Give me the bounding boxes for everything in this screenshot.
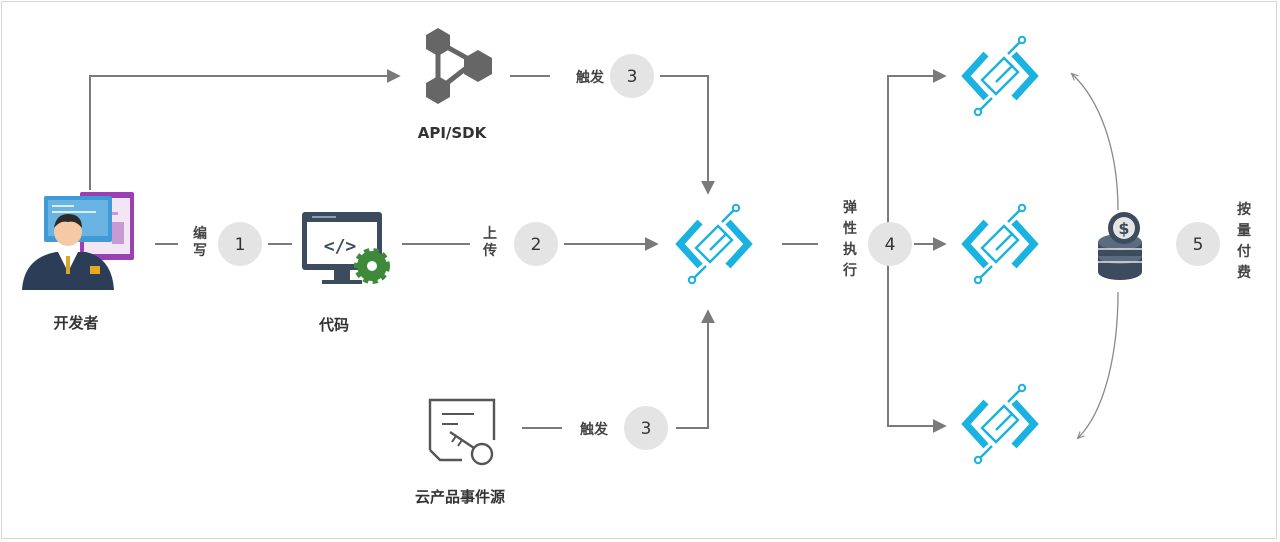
step-3-event-number: 3 [641, 419, 652, 439]
step-2-label: 上传 [482, 226, 497, 259]
developer-label: 开发者 [53, 314, 98, 332]
svg-text:$: $ [1118, 219, 1129, 238]
code-label: 代码 [318, 316, 349, 334]
step-1-label: 编写 [193, 225, 207, 259]
step-2-circle: 2 [514, 222, 558, 266]
code-monitor-icon: </> [302, 212, 390, 284]
svg-text:</>: </> [324, 236, 357, 257]
function-compute-icon-middle [966, 205, 1034, 283]
developer-icon [22, 192, 134, 290]
step-3-api-circle: 3 [610, 54, 654, 98]
step-5-number: 5 [1193, 235, 1204, 255]
function-compute-icon-center [680, 205, 748, 283]
step-4-label: 弹性执行 [842, 199, 857, 279]
step-3-api-number: 3 [627, 67, 638, 87]
edge-billing-curves [1072, 74, 1119, 438]
step-3-api-label: 触发 [575, 69, 605, 86]
step-3-event-label: 触发 [579, 421, 609, 438]
api-network-icon [426, 28, 492, 104]
step-5-label: 按量付费 [1237, 201, 1251, 281]
function-compute-icon-top [966, 37, 1034, 115]
step-2-number: 2 [531, 235, 542, 255]
function-compute-icon-bottom [966, 385, 1034, 463]
edge-api-to-function [510, 75, 715, 195]
step-1-number: 1 [235, 235, 246, 255]
step-3-event-circle: 3 [624, 406, 668, 450]
step-5-circle: 5 [1176, 222, 1220, 266]
step-1-circle: 1 [218, 222, 262, 266]
api-sdk-label: API/SDK [418, 124, 488, 142]
edge-event-to-function [522, 309, 715, 429]
edge-function-to-instances [782, 69, 947, 433]
step-4-number: 4 [885, 235, 896, 255]
cloud-event-label: 云产品事件源 [415, 488, 505, 506]
edge-developer-to-api [89, 69, 401, 190]
coins-icon: $ [1098, 212, 1142, 280]
event-key-icon [428, 398, 496, 466]
step-4-circle: 4 [868, 222, 912, 266]
